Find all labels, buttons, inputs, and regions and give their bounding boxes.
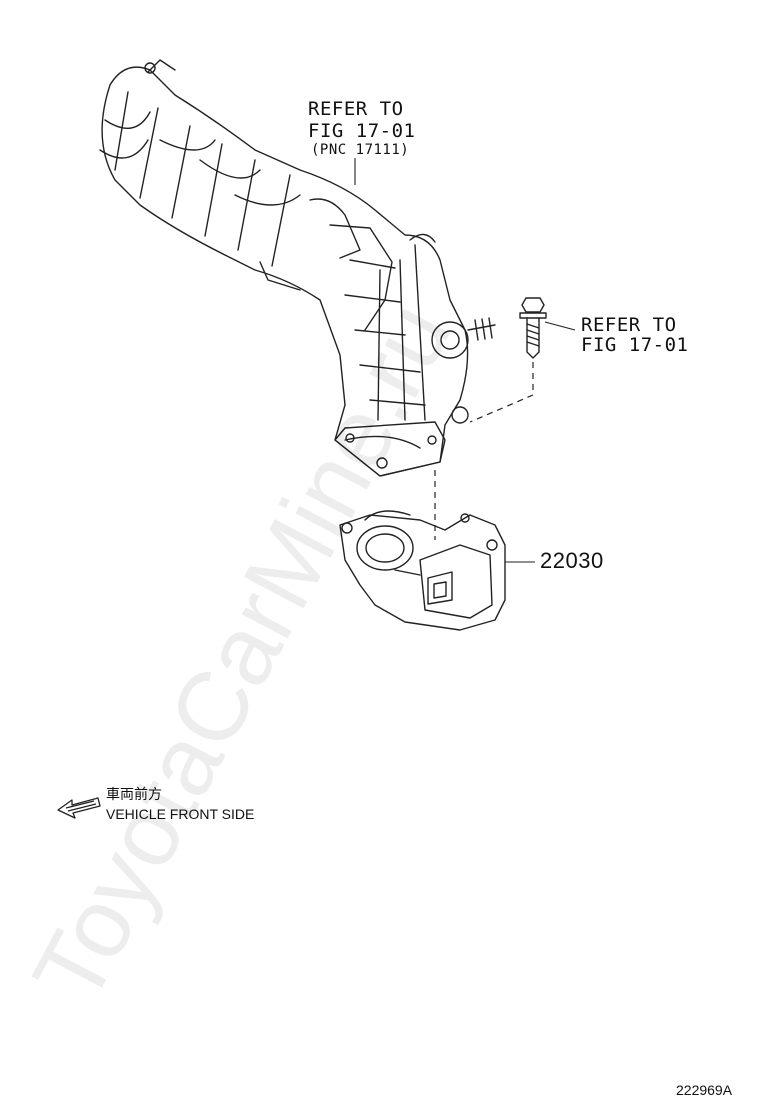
- throttle-body: [339, 510, 506, 631]
- bolt-alignment-line: [469, 362, 534, 423]
- figure-id: 222969A: [676, 1082, 733, 1098]
- vehicle-front-english: VEHICLE FRONT SIDE: [106, 806, 255, 822]
- manifold-reference-pnc: (PNC 17111): [311, 142, 410, 158]
- vehicle-front-japanese: 車両前方: [106, 786, 162, 802]
- part-number-label: 22030: [540, 548, 604, 573]
- bolt: [519, 297, 547, 359]
- intake-manifold: [99, 59, 496, 477]
- bolt-reference-line2: FIG 17-01: [581, 334, 689, 356]
- vehicle-front-arrow-icon: [57, 797, 101, 819]
- manifold-reference-line1: REFER TO: [308, 98, 404, 120]
- bolt-reference-line1: REFER TO: [581, 314, 677, 336]
- manifold-reference-line2: FIG 17-01: [308, 120, 416, 142]
- bolt-leader-line: [544, 321, 576, 331]
